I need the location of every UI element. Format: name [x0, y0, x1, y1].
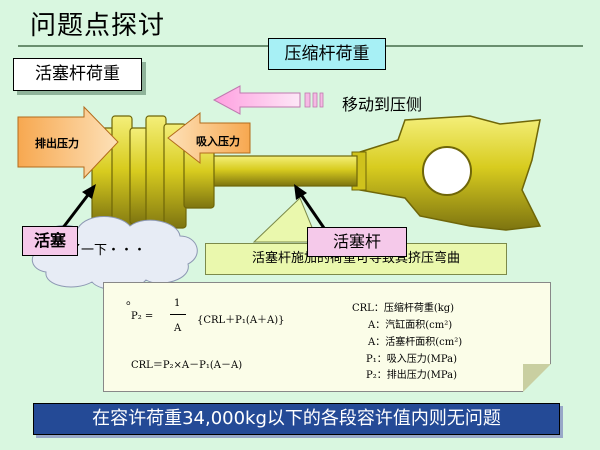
folded-corner: [523, 364, 551, 392]
page-title: 问题点探讨: [30, 11, 166, 41]
formula-p2-lhs: P₂ =: [131, 311, 154, 322]
piston-rod-label: 活塞杆: [307, 227, 407, 257]
formula-p2-rhs: {CRL＋P₁(A＋A)}: [197, 315, 285, 326]
legend-p1: P₁：吸入压力(MPa): [366, 354, 458, 365]
piston-pointer-arrow: [60, 184, 96, 230]
formula-box: 。 P₂ = 1 A {CRL＋P₁(A＋A)} CRL＝P₂×A－P₁(A－A…: [103, 282, 551, 392]
move-direction-text: 移动到压侧: [342, 95, 423, 114]
rod-callout-pointer: [252, 197, 319, 243]
legend-rod-area: A：活塞杆面积(cm²): [368, 337, 463, 348]
formula-numerator: 1: [174, 298, 181, 309]
piston-rod-load-label: 活塞杆荷重: [13, 58, 142, 91]
compression-rod-load-label: 压缩杆荷重: [268, 38, 386, 70]
suction-pressure-label: 吸入压力: [196, 135, 240, 148]
formula-dot: 。: [126, 293, 139, 307]
legend-crl: CRL：压缩杆荷重(kg): [352, 303, 455, 314]
piston-rod-shape: [211, 155, 358, 187]
exhaust-pressure-label: 排出压力: [35, 137, 79, 150]
fraction-bar: [170, 314, 186, 315]
move-direction-arrow: [212, 85, 324, 115]
connecting-rod-end: [351, 115, 542, 231]
piston-label: 活塞: [22, 226, 78, 256]
rod-pointer-arrow: [294, 184, 326, 229]
conclusion-banner: 在容许荷重34,000kg以下的各段容许值内则无问题: [33, 403, 560, 435]
formula-crl: CRL＝P₂×A－P₁(A－A): [131, 360, 243, 371]
legend-p2: P₂：排出压力(MPa): [366, 370, 458, 381]
exhaust-pressure-arrow: [17, 105, 119, 180]
suction-pressure-arrow: [167, 111, 251, 165]
legend-cylinder-area: A：汽缸面积(cm²): [368, 320, 453, 331]
formula-denominator: A: [174, 323, 182, 334]
